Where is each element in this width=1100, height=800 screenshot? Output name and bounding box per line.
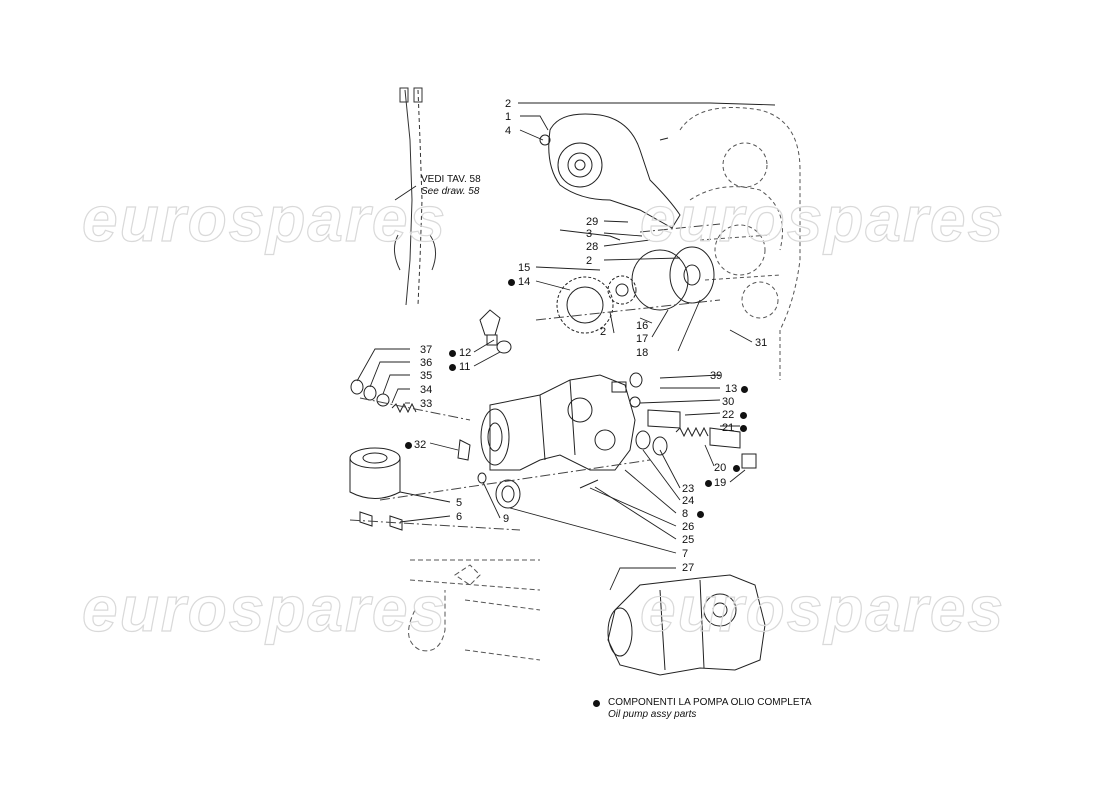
callout-bullet-22 — [740, 412, 747, 419]
callout-11: 11 — [459, 361, 471, 373]
callout-19: 19 — [714, 477, 727, 489]
callout-bullet-14 — [508, 279, 515, 286]
callout-36: 36 — [420, 357, 433, 369]
callout-5: 5 — [456, 497, 463, 509]
callout-12: 12 — [459, 347, 472, 359]
callout-18: 18 — [636, 347, 649, 359]
oil-filter — [349, 447, 403, 531]
watermark-top-left: eurospares — [81, 182, 448, 255]
pressure-switch — [479, 309, 512, 354]
watermark-bottom-right: eurospares — [639, 572, 1006, 645]
relief-valve-parts — [350, 379, 471, 461]
pressure-valve-parts — [629, 372, 757, 469]
gear-set — [556, 246, 715, 334]
callout-8: 8 — [682, 508, 689, 520]
water-pump — [539, 113, 681, 241]
callout-28: 28 — [586, 241, 599, 253]
callout-24: 24 — [682, 495, 695, 507]
callout-21: 21 — [722, 422, 735, 434]
legend-title-en: Oil pump assy parts — [608, 709, 697, 720]
callout-4: 4 — [505, 125, 512, 137]
callout-25: 25 — [682, 534, 695, 546]
callout-23: 23 — [682, 483, 695, 495]
callout-14: 14 — [518, 276, 531, 288]
gaskets — [477, 430, 668, 509]
callout-2: 2 — [586, 255, 593, 267]
callout-20: 20 — [714, 462, 727, 474]
reference-note-en: See draw. 58 — [421, 186, 480, 197]
wiring-harness — [394, 87, 436, 306]
engine-block-outline — [679, 107, 801, 380]
oil-pump-body — [480, 374, 636, 471]
legend-bullet — [593, 700, 600, 707]
callout-bullet-8 — [697, 511, 704, 518]
legend-title-it: COMPONENTI LA POMPA OLIO COMPLETA — [608, 697, 812, 708]
callout-17: 17 — [636, 333, 649, 345]
callout-13: 13 — [725, 383, 738, 395]
watermark-top-right: eurospares — [639, 182, 1006, 255]
callout-1: 1 — [505, 111, 512, 123]
callout-39: 39 — [710, 370, 723, 382]
callout-2: 2 — [600, 326, 607, 338]
callout-26: 26 — [682, 521, 695, 533]
callout-34: 34 — [420, 384, 433, 396]
callout-30: 30 — [722, 396, 735, 408]
callout-22: 22 — [722, 409, 735, 421]
callout-31: 31 — [755, 337, 768, 349]
callout-bullet-12 — [449, 350, 456, 357]
callout-7: 7 — [682, 548, 689, 560]
oil-lines — [408, 559, 541, 661]
callout-6: 6 — [456, 511, 463, 523]
callout-bullet-11 — [449, 364, 456, 371]
callout-bullet-19 — [705, 480, 712, 487]
assembly-axis-lines — [349, 223, 721, 531]
reference-note-it: VEDI TAV. 58 — [421, 174, 481, 185]
assembled-oil-pump — [607, 574, 766, 676]
callout-15: 15 — [518, 262, 531, 274]
callout-bullet-13 — [741, 386, 748, 393]
callout-3: 3 — [586, 228, 593, 240]
callout-32: 32 — [414, 439, 427, 451]
callout-33: 33 — [420, 398, 433, 410]
callout-16: 16 — [636, 320, 649, 332]
callout-bullet-32 — [405, 442, 412, 449]
watermark-bottom-left: eurospares — [81, 572, 448, 645]
callout-37: 37 — [420, 344, 433, 356]
callout-bullet-20 — [733, 465, 740, 472]
leader-lines — [356, 102, 776, 591]
callout-27: 27 — [682, 562, 695, 574]
callout-2: 2 — [505, 98, 512, 110]
callout-29: 29 — [586, 216, 599, 228]
callout-bullet-21 — [740, 425, 747, 432]
callout-9: 9 — [503, 513, 510, 525]
callout-35: 35 — [420, 370, 433, 382]
